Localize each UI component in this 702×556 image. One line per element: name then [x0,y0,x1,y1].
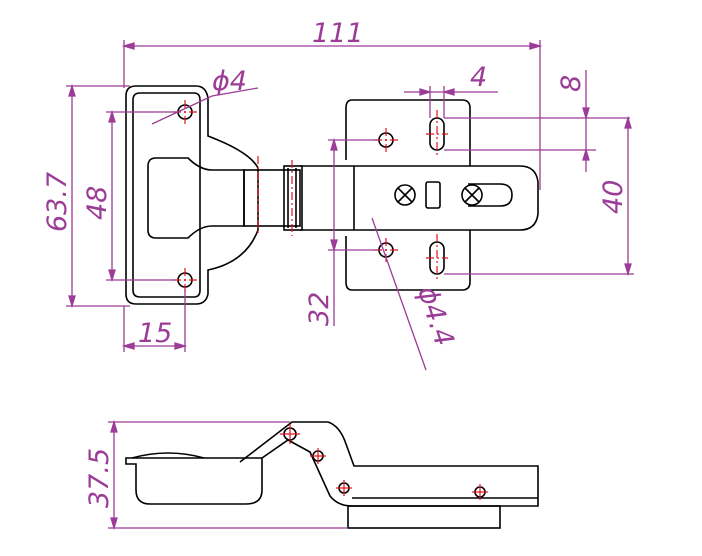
side-centerlines [280,424,488,500]
hinge-arm-neck [243,169,301,227]
mounting-plate [345,99,471,291]
adjust-slot [425,181,441,209]
dim-cup-hole-spacing: 48 [82,186,113,220]
dim-plate-hole-spacing: 40 [598,180,629,214]
side-view [125,421,539,529]
screw-2-icon [461,183,513,207]
dim-plate-hole-diameter: ϕ4.4 [411,283,459,350]
cup-plate-outline [125,85,259,305]
dim-overall-width: 111 [312,18,364,49]
base-plate-profile [347,505,501,529]
dimension-labels: 111 ϕ4 4 8 63.7 48 40 15 32 ϕ4.4 37.5 [42,18,629,508]
top-view [125,85,539,305]
arm-profile [239,421,539,507]
cup-recess [147,157,245,239]
dim-side-height: 37.5 [84,448,115,508]
dim-cup-hole-diameter: ϕ4 [212,66,247,97]
dim-cup-height: 63.7 [42,172,73,232]
hinge-arm-roll [283,165,303,231]
screw-1-icon [394,184,416,206]
cup-profile [125,457,263,505]
hinge-arm-body [300,165,539,231]
cup-plate-inner [132,92,201,298]
dim-plate-hole-pitch: 32 [304,292,335,326]
dimension-lines [66,40,634,531]
dim-slot-offset: 8 [556,75,587,92]
centerlines [173,100,448,292]
dim-slot-width: 4 [470,62,487,93]
dim-cup-hole-offset: 15 [138,318,172,349]
